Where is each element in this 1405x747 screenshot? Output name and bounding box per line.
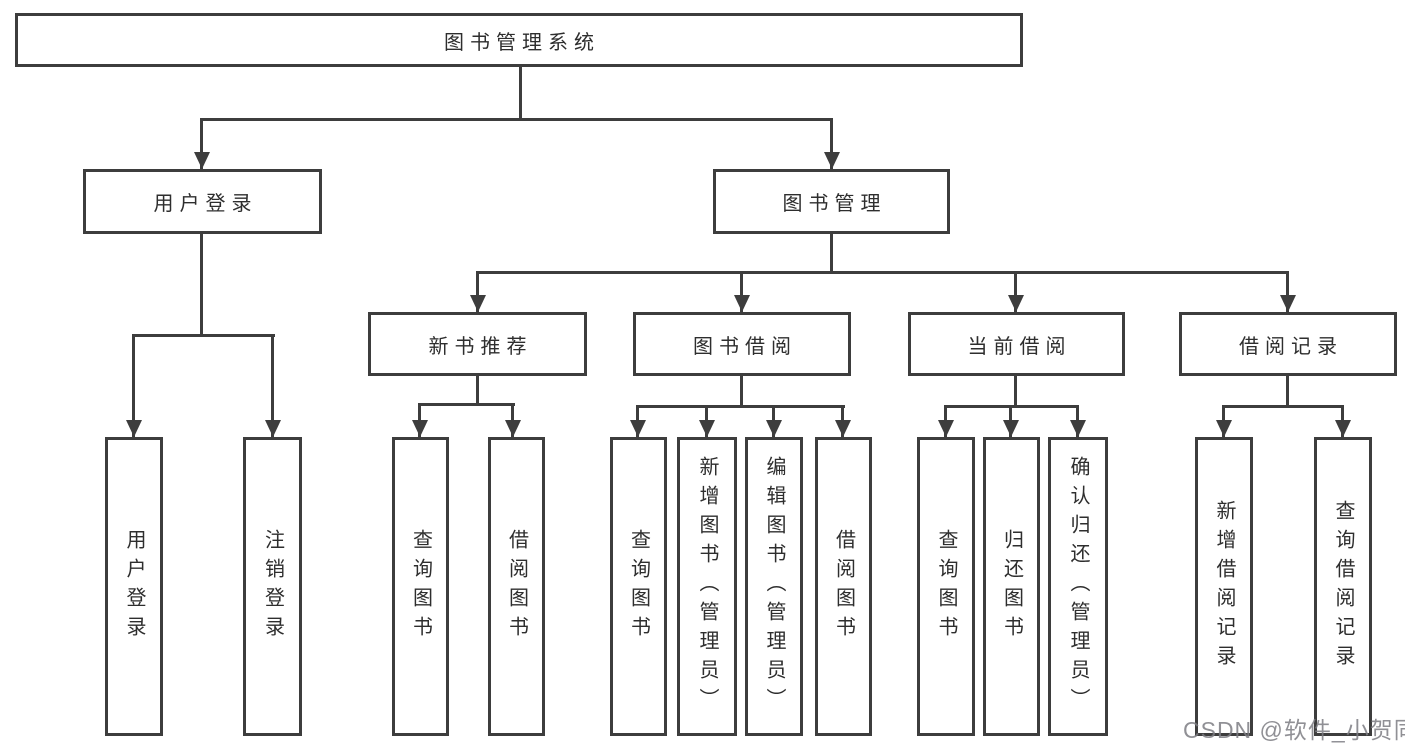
connector-user-bus [133, 334, 275, 337]
leaf-recommend-borrow-book: 借阅图书 [488, 437, 545, 736]
connector-arrow-current [1007, 271, 1024, 312]
connector-current-stem [1014, 376, 1017, 408]
connector-arrow-b1 [411, 403, 428, 437]
connector-arrow-records [1279, 271, 1296, 312]
connector-mgmt-bus [477, 271, 1289, 274]
csdn-watermark: CSDN @软件_小贺同学 [1183, 717, 1405, 743]
node-root-label: 图书管理系统 [444, 31, 600, 54]
connector-arrow-c4 [834, 405, 851, 437]
connector-arrow-d3 [1069, 405, 1086, 437]
connector-records-bus [1223, 405, 1344, 408]
node-new-book-recommend-label: 新书推荐 [428, 335, 533, 358]
node-borrow-records: 借阅记录 [1179, 312, 1397, 376]
node-book-borrow: 图书借阅 [633, 312, 851, 376]
leaf-current-query-book: 查询图书 [917, 437, 975, 736]
connector-arrow-c2 [698, 405, 715, 437]
connector-borrow-stem [740, 376, 743, 408]
leaf-borrow-borrow-book-label: 借阅图书 [832, 528, 855, 645]
node-user-login-label: 用户登录 [153, 193, 258, 215]
leaf-current-confirm-return-admin-label: 确认归还（管理员） [1067, 456, 1089, 717]
connector-user-stem [200, 234, 203, 336]
connector-records-stem [1286, 376, 1289, 408]
leaf-borrow-add-book-admin-label: 新增图书（管理员） [696, 456, 718, 717]
connector-mgmt-stem [830, 234, 833, 274]
node-borrow-records-label: 借阅记录 [1239, 335, 1343, 358]
connector-recommend-stem [476, 376, 479, 406]
connector-arrow-c3 [765, 405, 782, 437]
leaf-records-query-record-label: 查询借阅记录 [1332, 499, 1354, 674]
leaf-borrow-add-book-admin: 新增图书（管理员） [677, 437, 737, 736]
connector-arrow-e2 [1334, 405, 1351, 437]
leaf-current-query-book-label: 查询图书 [935, 528, 957, 645]
leaf-records-add-record-label: 新增借阅记录 [1213, 499, 1235, 674]
leaf-current-return-book: 归还图书 [983, 437, 1040, 736]
node-user-login: 用户登录 [83, 169, 322, 234]
leaf-user-login: 用户登录 [105, 437, 163, 736]
leaf-records-query-record: 查询借阅记录 [1314, 437, 1372, 736]
node-new-book-recommend: 新书推荐 [368, 312, 587, 376]
leaf-logout: 注销登录 [243, 437, 302, 736]
node-current-borrow-label: 当前借阅 [967, 335, 1072, 358]
leaf-borrow-edit-book-admin-label: 编辑图书（管理员） [763, 456, 785, 717]
connector-arrow-e1 [1215, 405, 1232, 437]
connector-arrow-user-login [193, 118, 210, 169]
connector-current-bus [945, 405, 1079, 408]
connector-arrow-b2 [504, 403, 521, 437]
connector-root-bus [201, 118, 833, 121]
connector-arrow-d2 [1002, 405, 1019, 437]
connector-arrow-leaf-logout [264, 334, 281, 437]
leaf-borrow-borrow-book: 借阅图书 [815, 437, 872, 736]
connector-recommend-bus [419, 403, 515, 406]
leaf-recommend-query-book-label: 查询图书 [409, 528, 432, 645]
connector-arrow-borrow [733, 271, 750, 312]
connector-arrow-recommend [469, 271, 486, 312]
leaf-borrow-query-book-label: 查询图书 [627, 528, 650, 645]
leaf-borrow-query-book: 查询图书 [610, 437, 667, 736]
leaf-current-return-book-label: 归还图书 [1000, 528, 1023, 645]
leaf-user-login-label: 用户登录 [123, 528, 145, 645]
connector-root-stem [519, 67, 522, 120]
connector-arrow-d1 [937, 405, 954, 437]
leaf-current-confirm-return-admin: 确认归还（管理员） [1048, 437, 1108, 736]
node-root: 图书管理系统 [15, 13, 1023, 67]
node-book-mgmt: 图书管理 [713, 169, 950, 234]
leaf-recommend-query-book: 查询图书 [392, 437, 449, 736]
leaf-records-add-record: 新增借阅记录 [1195, 437, 1253, 736]
node-book-mgmt-label: 图书管理 [782, 193, 887, 215]
leaf-recommend-borrow-book-label: 借阅图书 [505, 528, 528, 645]
connector-arrow-leaf-login [125, 334, 142, 437]
connector-borrow-bus [637, 405, 845, 408]
leaf-borrow-edit-book-admin: 编辑图书（管理员） [745, 437, 803, 736]
node-current-borrow: 当前借阅 [908, 312, 1125, 376]
connector-arrow-c1 [629, 405, 646, 437]
connector-arrow-book-mgmt [823, 118, 840, 169]
node-book-borrow-label: 图书借阅 [693, 335, 797, 358]
leaf-logout-label: 注销登录 [261, 528, 284, 645]
